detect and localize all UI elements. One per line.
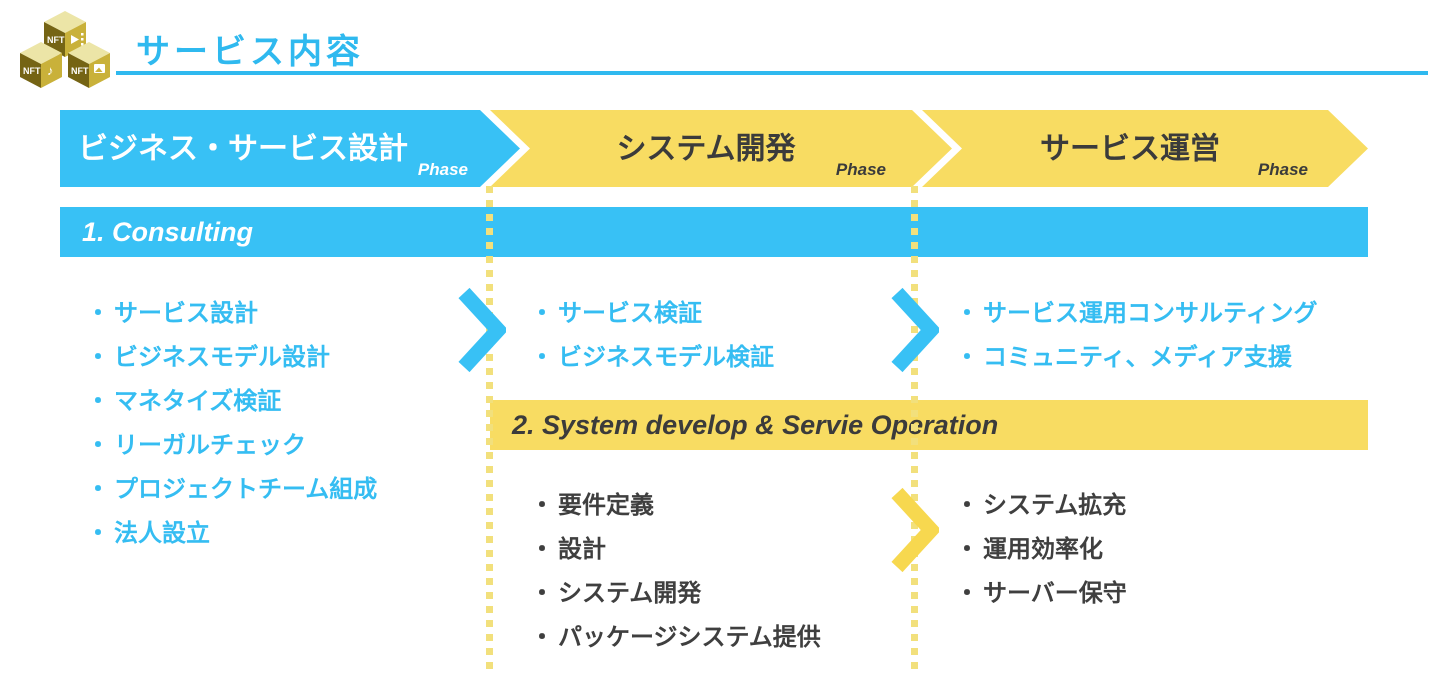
flow-arrow-icon (891, 487, 939, 573)
phase-banner-service-operation: サービス運営 Phase (922, 110, 1368, 187)
flow-arrow-icon (458, 287, 506, 373)
nft-label: NFT (23, 66, 41, 76)
list-item: ・法人設立 (86, 519, 210, 547)
phase-label: ビジネス・サービス設計 (78, 131, 408, 165)
phase-banner-business-service-design: ビジネス・サービス設計 Phase (60, 110, 520, 187)
nft-label: NFT (47, 35, 65, 45)
section-title: 2. System develop & Servie Operation (512, 409, 999, 440)
list-item: ・システム拡充 (955, 491, 1127, 519)
list-item: ・サーバー保守 (955, 579, 1127, 607)
list-item: ・サービス検証 (530, 299, 702, 327)
phase-suffix: Phase (1257, 160, 1308, 179)
phase-suffix: Phase (417, 160, 468, 179)
title-underline (116, 71, 1428, 75)
music-note-icon: ♪ (47, 63, 54, 78)
phase-divider-dotted-line (486, 186, 493, 674)
consulting-operation-list: ・サービス運用コンサルティング・コミュニティ、メディア支援 (955, 288, 1318, 376)
list-item: ・ビジネスモデル検証 (530, 343, 774, 371)
list-item: ・コミュニティ、メディア支援 (955, 343, 1292, 371)
list-item: ・運用効率化 (955, 535, 1103, 563)
section-banner-system-develop-operation: 2. System develop & Servie Operation (490, 400, 1368, 450)
phase-label: システム開発 (616, 131, 796, 165)
image-icon (94, 64, 105, 73)
phase-suffix: Phase (835, 160, 886, 179)
list-item: ・マネタイズ検証 (86, 387, 282, 415)
system-develop-list: ・要件定義・設計・システム開発・パッケージシステム提供 (530, 480, 821, 656)
flow-arrow-icon (891, 287, 939, 373)
phase-banner-system-develop: システム開発 Phase (490, 110, 952, 187)
nft-label: NFT (71, 66, 89, 76)
list-item: ・設計 (530, 535, 606, 563)
nft-cubes-icon: NFT NFT ♪ NFT (20, 11, 110, 88)
list-item: ・サービス運用コンサルティング (955, 299, 1318, 327)
film-icon (71, 33, 84, 46)
list-item: ・ビジネスモデル設計 (86, 343, 330, 371)
nft-cube-image: NFT (68, 42, 110, 88)
list-item: ・パッケージシステム提供 (530, 623, 821, 651)
system-operation-list: ・システム拡充・運用効率化・サーバー保守 (955, 480, 1127, 612)
nft-cube-music: NFT ♪ (20, 42, 62, 88)
list-item: ・リーガルチェック (86, 431, 306, 459)
consulting-develop-list: ・サービス検証・ビジネスモデル検証 (530, 288, 774, 376)
nft-cube-video: NFT (44, 11, 86, 57)
phase-label: サービス運営 (1040, 131, 1220, 165)
list-item: ・プロジェクトチーム組成 (86, 475, 378, 503)
page-title: サービス内容 (136, 33, 364, 71)
list-item: ・サービス設計 (86, 299, 258, 327)
consulting-design-list: ・サービス設計・ビジネスモデル設計・マネタイズ検証・リーガルチェック・プロジェク… (86, 288, 377, 552)
phase-divider-dotted-line (911, 186, 918, 674)
section-title: 1. Consulting (82, 216, 253, 247)
section-banner-consulting: 1. Consulting (60, 207, 1368, 257)
list-item: ・システム開発 (530, 579, 702, 607)
list-item: ・要件定義 (530, 491, 654, 519)
